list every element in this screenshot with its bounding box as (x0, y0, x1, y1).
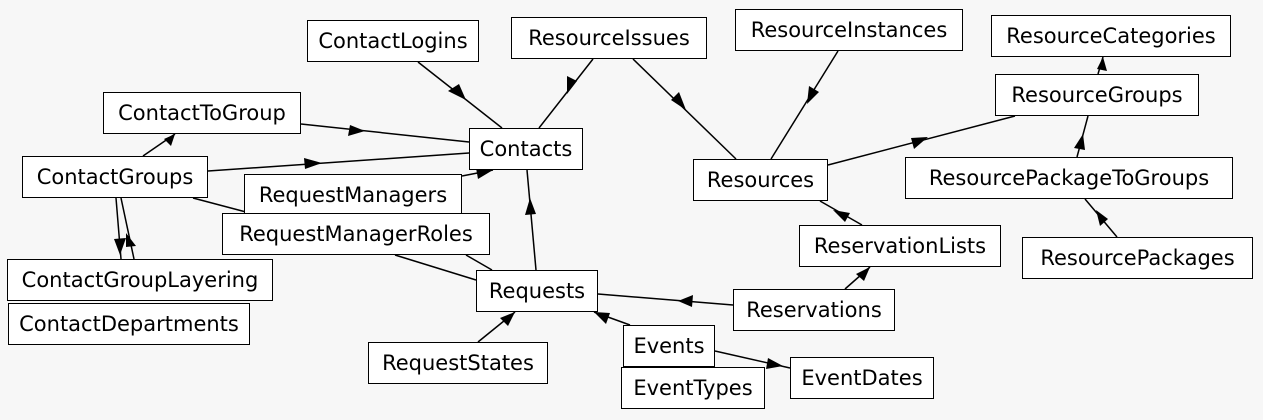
edge-resourceinstances-resources-arrow (807, 86, 819, 104)
edge-contactgroups-requestmanagers (192, 197, 247, 213)
node-requestmanagerroles: RequestManagerRoles (222, 213, 490, 255)
node-reservationlists: ReservationLists (799, 225, 1001, 267)
node-resourceissues: ResourceIssues (511, 17, 707, 59)
node-resourcepackages: ResourcePackages (1022, 237, 1253, 279)
edge-contactgroups-contacts-arrow (304, 158, 322, 169)
node-contactgroups: ContactGroups (22, 156, 208, 198)
node-contacttogroup: ContactToGroup (103, 92, 301, 134)
edge-resourcepackages-resourcepackagetogroups-arrow (1096, 210, 1108, 226)
edge-reservations-reservationlists-arrow (856, 267, 870, 281)
edge-resourcepackagetogroups-resourcegroups-arrow (1074, 134, 1085, 150)
node-contactlogins: ContactLogins (307, 20, 479, 62)
node-reservations: Reservations (733, 289, 895, 331)
node-resources: Resources (693, 159, 828, 201)
node-requestmanagers: RequestManagers (244, 174, 462, 216)
node-resourcepackagetogroups: ResourcePackageToGroups (905, 157, 1233, 199)
edge-events-requests-arrow (594, 312, 610, 324)
edge-requests-contacts (526, 169, 537, 271)
edge-resourcegroups-resourcecategories-arrow (1097, 57, 1107, 71)
edge-reservationlists-resources-arrow (833, 210, 850, 222)
node-resourcecategories: ResourceCategories (991, 15, 1231, 57)
edge-resources-resourcegroups-arrow (911, 137, 928, 149)
edge-reservations-requests (597, 293, 734, 306)
node-contacts: Contacts (469, 128, 583, 170)
edge-contacttogroup-contacts-arrow (348, 125, 365, 136)
edge-contactgrouplayering-contactgroups (120, 197, 135, 260)
node-events: Events (623, 325, 715, 367)
edge-resourceinstances-resources (770, 50, 839, 160)
node-requeststates: RequestStates (368, 342, 548, 384)
edge-resourceissues-resources-arrow (671, 92, 686, 110)
edge-events-eventdates-arrow (766, 358, 783, 369)
edge-contacttogroup-contactgroups-arrow (164, 134, 175, 146)
edge-resourceissues-requests-arrow (567, 76, 577, 94)
node-resourcegroups: ResourceGroups (995, 74, 1199, 116)
node-contactdepartments: ContactDepartments (8, 303, 250, 345)
edge-resourceissues-requests (538, 58, 594, 129)
node-contactgrouplayering: ContactGroupLayering (7, 259, 273, 301)
edge-contacttogroup-contacts (300, 123, 470, 143)
edge-reservations-requests-arrow (678, 295, 693, 307)
edge-contactgrouplayering-contactgroups-arrow (126, 233, 136, 247)
node-requests: Requests (476, 270, 598, 312)
edge-requeststates-requests-arrow (500, 312, 515, 326)
edge-requests-contacts-arrow (525, 198, 536, 215)
edge-requestmanagers-contacts-arrow (476, 168, 493, 179)
edge-contactgroups-contacts (207, 152, 470, 172)
edge-contactlogins-contacts-arrow (448, 84, 466, 100)
edge-requestmanagerroles-requests (394, 254, 477, 281)
edge-contactgroups-contactgrouplayering-arrow (114, 238, 126, 255)
node-eventtypes: EventTypes (621, 367, 765, 409)
node-resourceinstances: ResourceInstances (735, 9, 963, 51)
edge-requestmanagerroles-requests-2 (465, 254, 493, 271)
node-eventdates: EventDates (790, 357, 934, 399)
